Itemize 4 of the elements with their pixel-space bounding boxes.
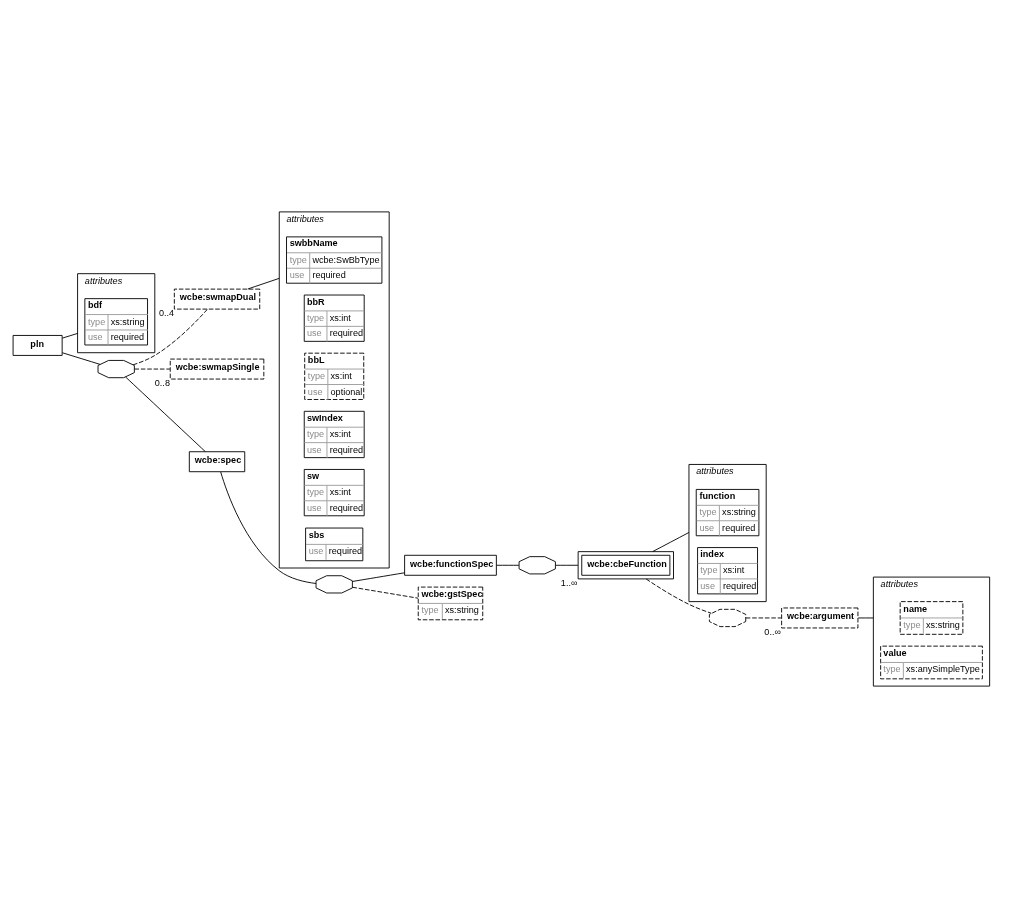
node-label: 0..∞: [763, 626, 781, 637]
node-label: 0..4: [158, 307, 174, 318]
node-label: 1..∞: [560, 577, 577, 588]
node-label: 0..8: [154, 377, 170, 388]
